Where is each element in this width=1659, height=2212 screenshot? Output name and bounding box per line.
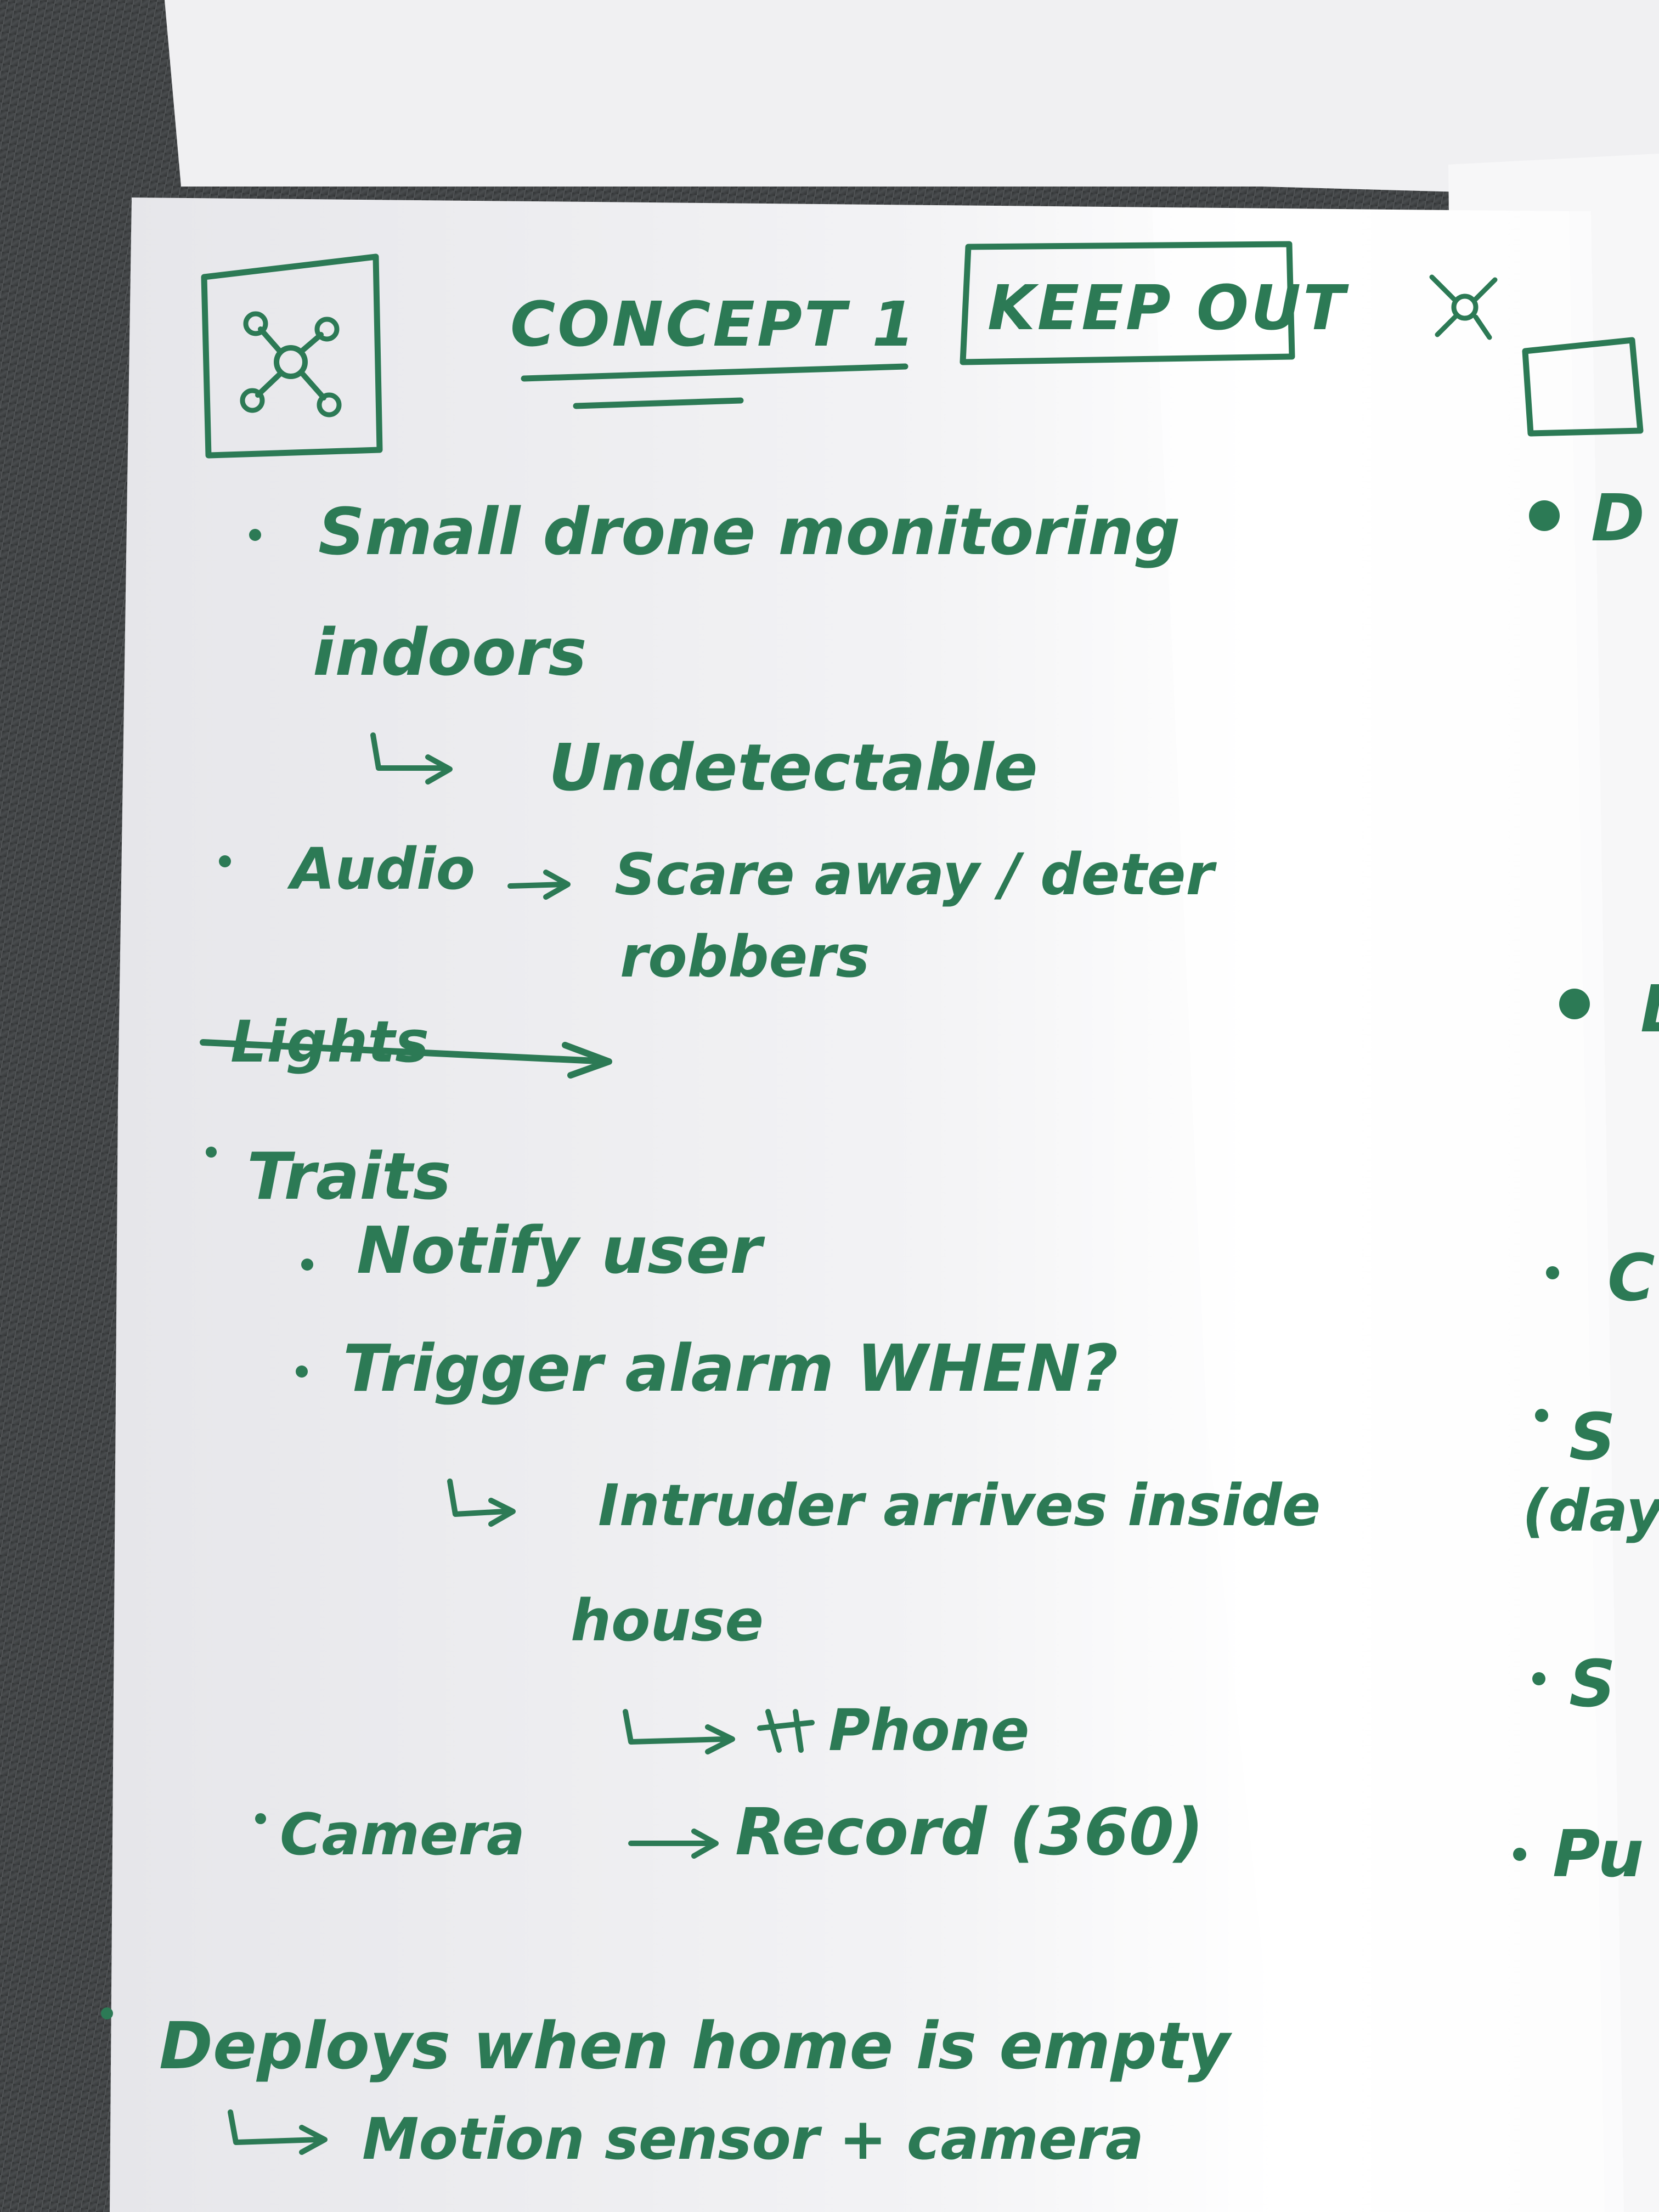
fragment-5: (day: [1522, 1477, 1659, 1544]
line-small-drone: Small drone monitoring: [318, 494, 1180, 569]
line-robbers: robbers: [620, 923, 870, 990]
fragment-6: S: [1569, 1646, 1616, 1722]
line-indoors: indoors: [313, 614, 586, 690]
fragment-1: D: [1591, 480, 1645, 556]
arrow-5: [628, 1829, 719, 1859]
arrow-3: [447, 1479, 516, 1527]
line-motion-sensor: Motion sensor + camera: [362, 2106, 1144, 2172]
keep-out-box: [960, 241, 1295, 365]
fragment-3: C: [1607, 1240, 1655, 1316]
strikethrough: [200, 1039, 612, 1079]
fragment-2: L: [1640, 971, 1659, 1047]
keep-out-tag: KEEP OUT: [988, 273, 1349, 344]
sunlight-patch: [1152, 208, 1624, 2212]
drone-icon: [201, 253, 383, 459]
line-camera: Camera: [280, 1801, 525, 1868]
line-scare-away: Scare away / deter: [614, 841, 1217, 908]
line-traits: Traits: [247, 1138, 451, 1214]
title-underline: [521, 363, 909, 409]
fragment-4: S: [1569, 1399, 1616, 1475]
concept-title: CONCEPT 1: [510, 289, 917, 360]
adjacent-drone-icon: [1429, 274, 1644, 437]
fragment-7: Pu: [1553, 1816, 1644, 1892]
scribble-out: [757, 1709, 815, 1753]
line-lights-struck: Lights: [230, 1008, 429, 1075]
line-phone: Phone: [828, 1697, 1029, 1764]
arrow-6: [228, 2109, 328, 2155]
arrow-1: [370, 732, 453, 785]
line-audio: Audio: [287, 836, 475, 902]
arrow-4: [623, 1709, 735, 1754]
line-notify-user: Notify user: [357, 1212, 765, 1288]
arrow-2: [507, 870, 571, 900]
line-trigger-alarm: Trigger alarm WHEN?: [343, 1330, 1118, 1406]
background-paper: [165, 0, 1659, 198]
bullets: [101, 500, 1590, 2019]
line-undetectable: Undetectable: [549, 730, 1038, 805]
line-intruder: Intruder arrives inside: [598, 1472, 1321, 1539]
line-record: Record (360): [735, 1794, 1204, 1870]
line-house: house: [571, 1587, 764, 1654]
line-deploys: Deploys when home is empty: [159, 2008, 1233, 2084]
